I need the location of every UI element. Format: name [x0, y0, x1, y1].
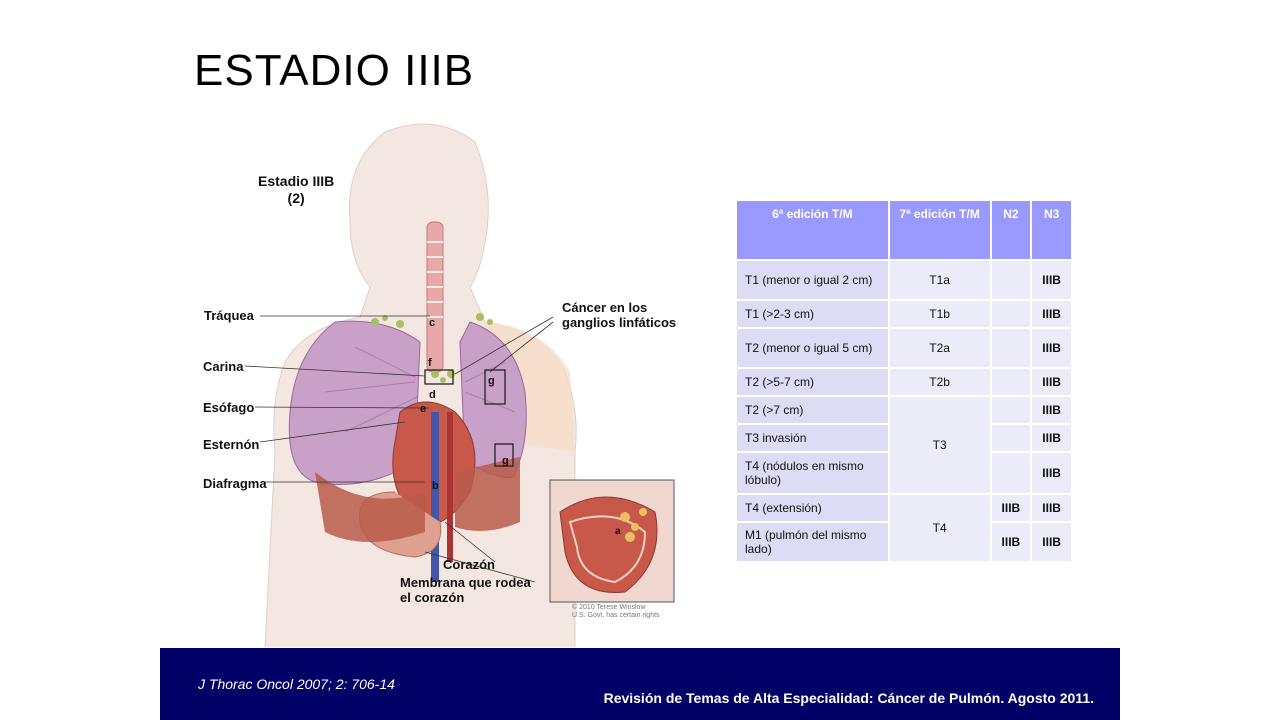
table-row: T2 (menor o igual 5 cm) T2a IIIB: [735, 327, 1073, 369]
label-carina: Carina: [203, 359, 244, 374]
cell-6th: T2 (menor o igual 5 cm): [735, 327, 890, 369]
table-row: T2 (>5-7 cm) T2b IIIB: [735, 367, 1073, 397]
cell-n2: [989, 299, 1033, 329]
illustration-heading: Estadio IIIB (2): [258, 173, 334, 207]
cell-7th: T1a: [887, 259, 992, 301]
header-n2: N2: [989, 199, 1033, 261]
marker-e: e: [420, 403, 426, 415]
page-title: ESTADIO IIIB: [194, 46, 475, 95]
cell-6th: T2 (>5-7 cm): [735, 367, 890, 397]
table-row: T3 invasión IIIB: [735, 423, 1073, 453]
label-membrana-line-1: Membrana que rodea: [400, 575, 531, 590]
cell-n3: IIIB: [1030, 259, 1073, 301]
label-cancer-line-1: Cáncer en los: [562, 300, 648, 315]
table-row: M1 (pulmón del mismo lado) IIIB IIIB: [735, 521, 1073, 563]
table-row: T1 (>2-3 cm) T1b IIIB: [735, 299, 1073, 329]
anatomy-drawing: c f d e b g g a: [244, 123, 675, 648]
label-corazon: Corazón: [443, 557, 495, 572]
trachea: [426, 221, 444, 373]
staging-table: 6ª edición T/M 7ª edición T/M N2 N3 T1 (…: [735, 199, 1073, 563]
marker-f: f: [428, 357, 432, 369]
cell-n2: [989, 327, 1033, 369]
cell-n2: [989, 259, 1033, 301]
label-esternon: Esternón: [203, 437, 260, 452]
footer-meeting: Revisión de Temas de Alta Especialidad: …: [603, 690, 1094, 706]
label-cancer-ganglios: Cáncer en los ganglios linfáticos: [562, 300, 676, 330]
cell-n3: IIIB: [1030, 493, 1073, 523]
marker-g2: g: [502, 455, 509, 467]
liver: [315, 472, 425, 542]
cell-6th: T2 (>7 cm): [735, 395, 890, 425]
marker-d: d: [429, 389, 436, 401]
table-row: T2 (>7 cm) T3 IIIB: [735, 395, 1073, 495]
cell-n3: IIIB: [1030, 521, 1073, 563]
cell-6th: M1 (pulmón del mismo lado): [735, 521, 890, 563]
cell-7th-t4: T4: [887, 493, 992, 563]
copyright-line-2: U.S. Govt. has certain rights: [572, 612, 660, 619]
marker-g1: g: [488, 375, 495, 387]
cell-6th: T3 invasión: [735, 423, 890, 453]
heading-line-2: (2): [287, 190, 305, 206]
cell-n2: [989, 367, 1033, 397]
cell-7th: T2a: [887, 327, 992, 369]
cell-6th: T1 (>2-3 cm): [735, 299, 890, 329]
table-row: T4 (extensión) T4 IIIB IIIB: [735, 493, 1073, 563]
table-header-row: 6ª edición T/M 7ª edición T/M N2 N3: [735, 199, 1073, 261]
marker-b: b: [432, 480, 439, 492]
label-traquea: Tráquea: [204, 308, 254, 323]
cell-n3: IIIB: [1030, 367, 1073, 397]
label-cancer-line-2: ganglios linfáticos: [562, 315, 677, 330]
cell-7th: T1b: [887, 299, 992, 329]
cell-n2: IIIB: [989, 521, 1033, 563]
cell-n3: IIIB: [1030, 451, 1073, 495]
cell-7th: T2b: [887, 367, 992, 397]
label-diafragma: Diafragma: [203, 476, 267, 491]
table-row: T4 (nódulos en mismo lóbulo) IIIB: [735, 451, 1073, 495]
footer-bar: J Thorac Oncol 2007; 2: 706-14 Revisión …: [160, 648, 1120, 720]
cell-n3: IIIB: [1030, 395, 1073, 425]
header-7th-edition: 7ª edición T/M: [887, 199, 992, 261]
cell-n2: [989, 395, 1033, 425]
marker-a: a: [615, 526, 621, 537]
header-n3: N3: [1030, 199, 1073, 261]
cell-n3: IIIB: [1030, 327, 1073, 369]
anatomy-illustration: c f d e b g g a: [185, 112, 690, 648]
table-row: T1 (menor o igual 2 cm) T1a IIIB: [735, 259, 1073, 301]
copyright-line-1: © 2010 Terese Winslow: [572, 604, 646, 611]
footer-citation: J Thorac Oncol 2007; 2: 706-14: [198, 676, 395, 692]
label-membrana: Membrana que rodea el corazón: [400, 575, 531, 605]
cell-n2: [989, 451, 1033, 495]
heading-line-1: Estadio IIIB: [258, 173, 335, 189]
cell-6th: T4 (extensión): [735, 493, 890, 523]
cell-n2: IIIB: [989, 493, 1033, 523]
marker-c: c: [429, 317, 435, 329]
label-esofago: Esófago: [203, 400, 255, 415]
cell-n3: IIIB: [1030, 299, 1073, 329]
header-6th-edition: 6ª edición T/M: [735, 199, 890, 261]
cell-7th-t3: T3: [887, 395, 992, 495]
label-membrana-line-2: el corazón: [400, 590, 465, 605]
cell-6th: T1 (menor o igual 2 cm): [735, 259, 890, 301]
cell-n2: [989, 423, 1033, 453]
cell-n3: IIIB: [1030, 423, 1073, 453]
cell-6th: T4 (nódulos en mismo lóbulo): [735, 451, 890, 495]
copyright: © 2010 Terese Winslow U.S. Govt. has cer…: [572, 604, 660, 620]
